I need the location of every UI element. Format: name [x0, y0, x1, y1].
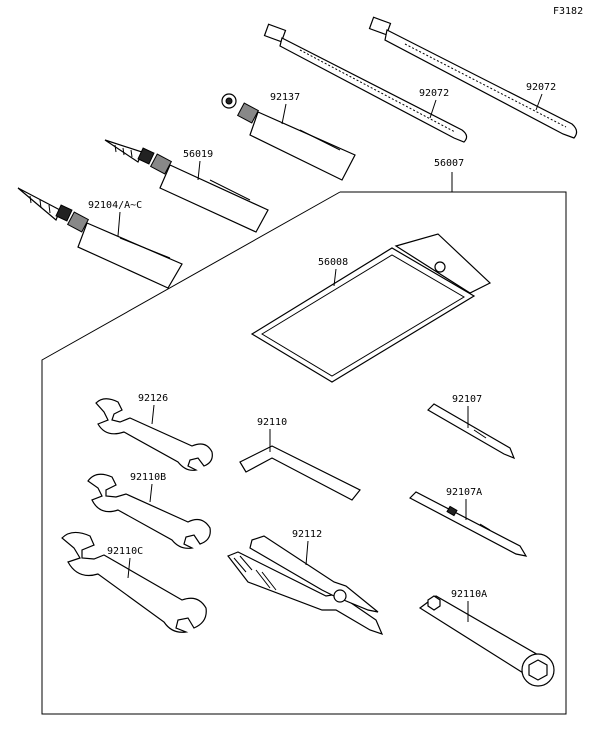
screwdriver-a — [427, 403, 516, 460]
wrench-a — [95, 398, 213, 471]
hex-key — [239, 445, 361, 501]
callout-pliers: 92112 — [292, 529, 322, 540]
wrench-c — [61, 531, 207, 633]
callout-tube-c: 92104/A~C — [88, 200, 142, 211]
callout-hex-key: 92110 — [257, 417, 287, 428]
callout-wrench-b: 92110B — [130, 472, 166, 483]
grease-tube-b — [104, 139, 269, 233]
tool-pouch — [250, 233, 492, 383]
callout-tie-b: 92072 — [526, 82, 556, 93]
cable-tie-a — [263, 23, 468, 143]
callout-kit: 56007 — [434, 158, 464, 169]
cable-tie-b — [368, 16, 578, 139]
callout-tube-b: 56019 — [183, 149, 213, 160]
callout-driver-a: 92107 — [452, 394, 482, 405]
socket-wrench — [418, 595, 555, 687]
pliers — [227, 535, 384, 635]
callout-wrench-c: 92110C — [107, 546, 143, 557]
callout-tie-a: 92072 — [419, 88, 449, 99]
callout-wrench-a: 92126 — [138, 393, 168, 404]
callout-socket-wrench: 92110A — [451, 589, 487, 600]
grease-tube-c — [17, 187, 183, 289]
callout-driver-b: 92107A — [446, 487, 482, 498]
wrench-b — [87, 473, 211, 549]
grease-tube-a — [221, 93, 356, 181]
kit-outline — [41, 191, 567, 715]
figure-code: F3182 — [553, 6, 583, 17]
callout-pouch: 56008 — [318, 257, 348, 268]
callout-tube-a: 92137 — [270, 92, 300, 103]
screwdriver-b — [409, 491, 528, 557]
